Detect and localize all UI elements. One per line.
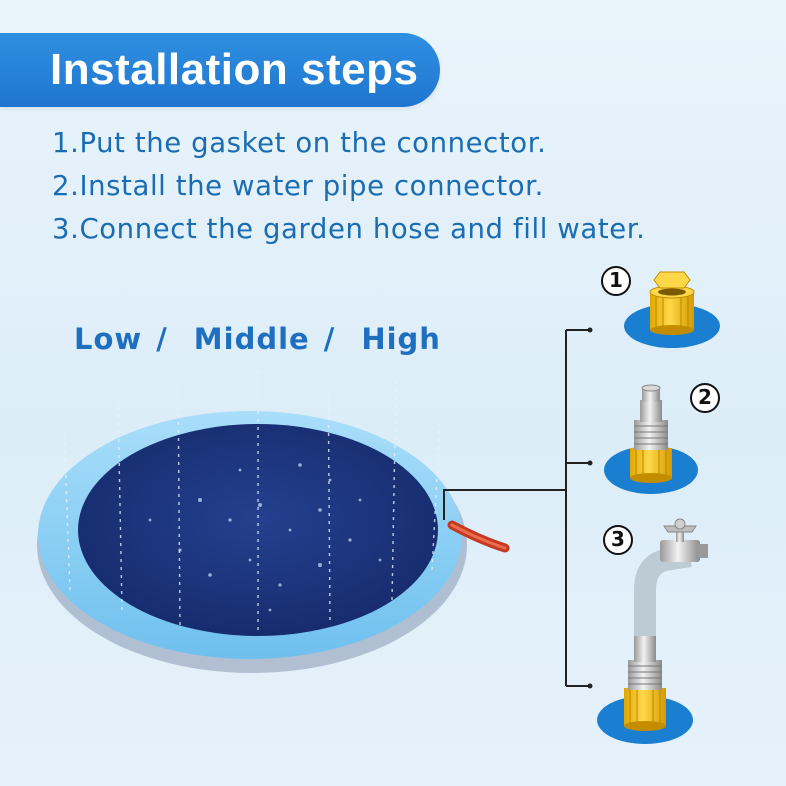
pad-surface (78, 424, 438, 636)
level-separator-1: / (156, 322, 168, 356)
water-jets (63, 359, 441, 630)
step-2-part (604, 384, 698, 494)
pipe-connector (634, 420, 668, 450)
steps-list: 1.Put the gasket on the connector. 2.Ins… (52, 122, 645, 251)
splash-pad (37, 359, 510, 673)
level-low: Low (74, 322, 143, 356)
level-separator-2: / (323, 322, 336, 356)
step-1-part (624, 271, 720, 348)
callout-number-3: 3 (603, 525, 633, 555)
level-middle: Middle (193, 322, 310, 356)
title-banner: Installation steps (0, 33, 440, 107)
level-high: High (361, 322, 441, 356)
callout-number-2: 2 (690, 383, 720, 413)
gasket-icon (653, 271, 691, 289)
callout-number-1: 1 (601, 266, 631, 296)
spray-levels: Low / Middle / High (74, 322, 455, 356)
step-2: 2.Install the water pipe connector. (52, 170, 544, 202)
step-3: 3.Connect the garden hose and fill water… (52, 213, 646, 245)
page-title: Installation steps (50, 45, 419, 94)
callout-lines (443, 329, 590, 687)
step-1: 1.Put the gasket on the connector. (52, 127, 547, 159)
faucet-icon (660, 540, 700, 562)
step-3-part (597, 518, 708, 744)
